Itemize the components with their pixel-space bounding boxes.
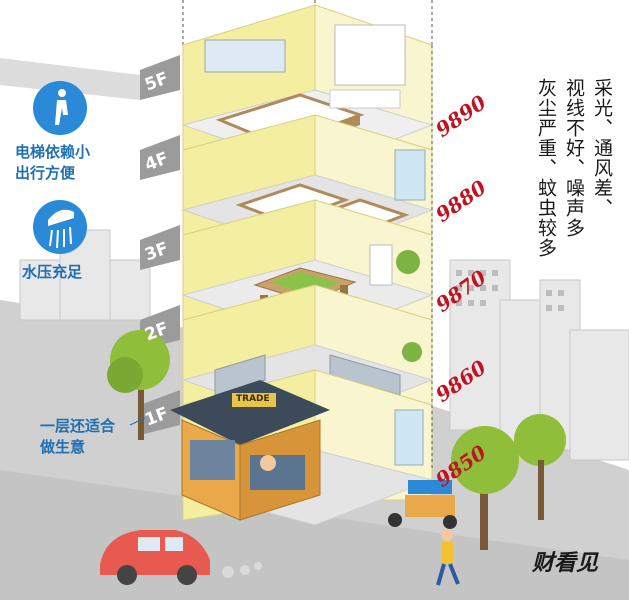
elevator-note: 电梯依赖小 出行方便	[15, 142, 90, 184]
ground-note: 一层还适合 做生意	[40, 416, 115, 458]
tree-left	[107, 330, 170, 440]
top-grey-strip	[0, 58, 140, 100]
elevator-note-line1: 电梯依赖小	[15, 143, 91, 161]
water-note-line1: 水压充足	[22, 263, 83, 281]
shower-glyph	[48, 209, 74, 249]
plant-2f	[402, 342, 422, 362]
trade-kiosk	[170, 380, 330, 521]
floor-label-tabs	[140, 55, 180, 435]
shower-icon	[33, 200, 87, 254]
walking-person	[436, 529, 460, 586]
window-4f	[394, 149, 426, 201]
right-note-col1: 采光、通风差、	[591, 78, 613, 218]
walking-person-glyph	[55, 89, 68, 125]
ground-note-connector	[129, 417, 146, 426]
window-5f	[204, 39, 286, 73]
right-note-col3: 灰尘严重、蚊虫较多	[535, 78, 557, 258]
fridge-3f	[369, 244, 393, 286]
brand-logo: 财看见	[532, 551, 599, 576]
plant-3f	[396, 250, 420, 274]
trade-sign: TRADE	[236, 394, 270, 404]
window-1f	[394, 409, 424, 466]
red-car	[100, 530, 210, 585]
exhaust-dots	[222, 562, 262, 578]
ground-note-line2: 做生意	[40, 438, 86, 456]
ground-note-line1: 一层还适合	[40, 417, 116, 435]
elevator-note-line2: 出行方便	[15, 164, 76, 182]
sofa-5f	[329, 89, 401, 109]
skyline-windows	[456, 270, 564, 311]
right-note-col2: 视线不好、噪声多	[563, 78, 585, 238]
tree-right	[451, 414, 566, 550]
water-note: 水压充足	[22, 262, 82, 283]
window-5f-right	[334, 24, 406, 86]
vendor-cart	[388, 480, 457, 529]
